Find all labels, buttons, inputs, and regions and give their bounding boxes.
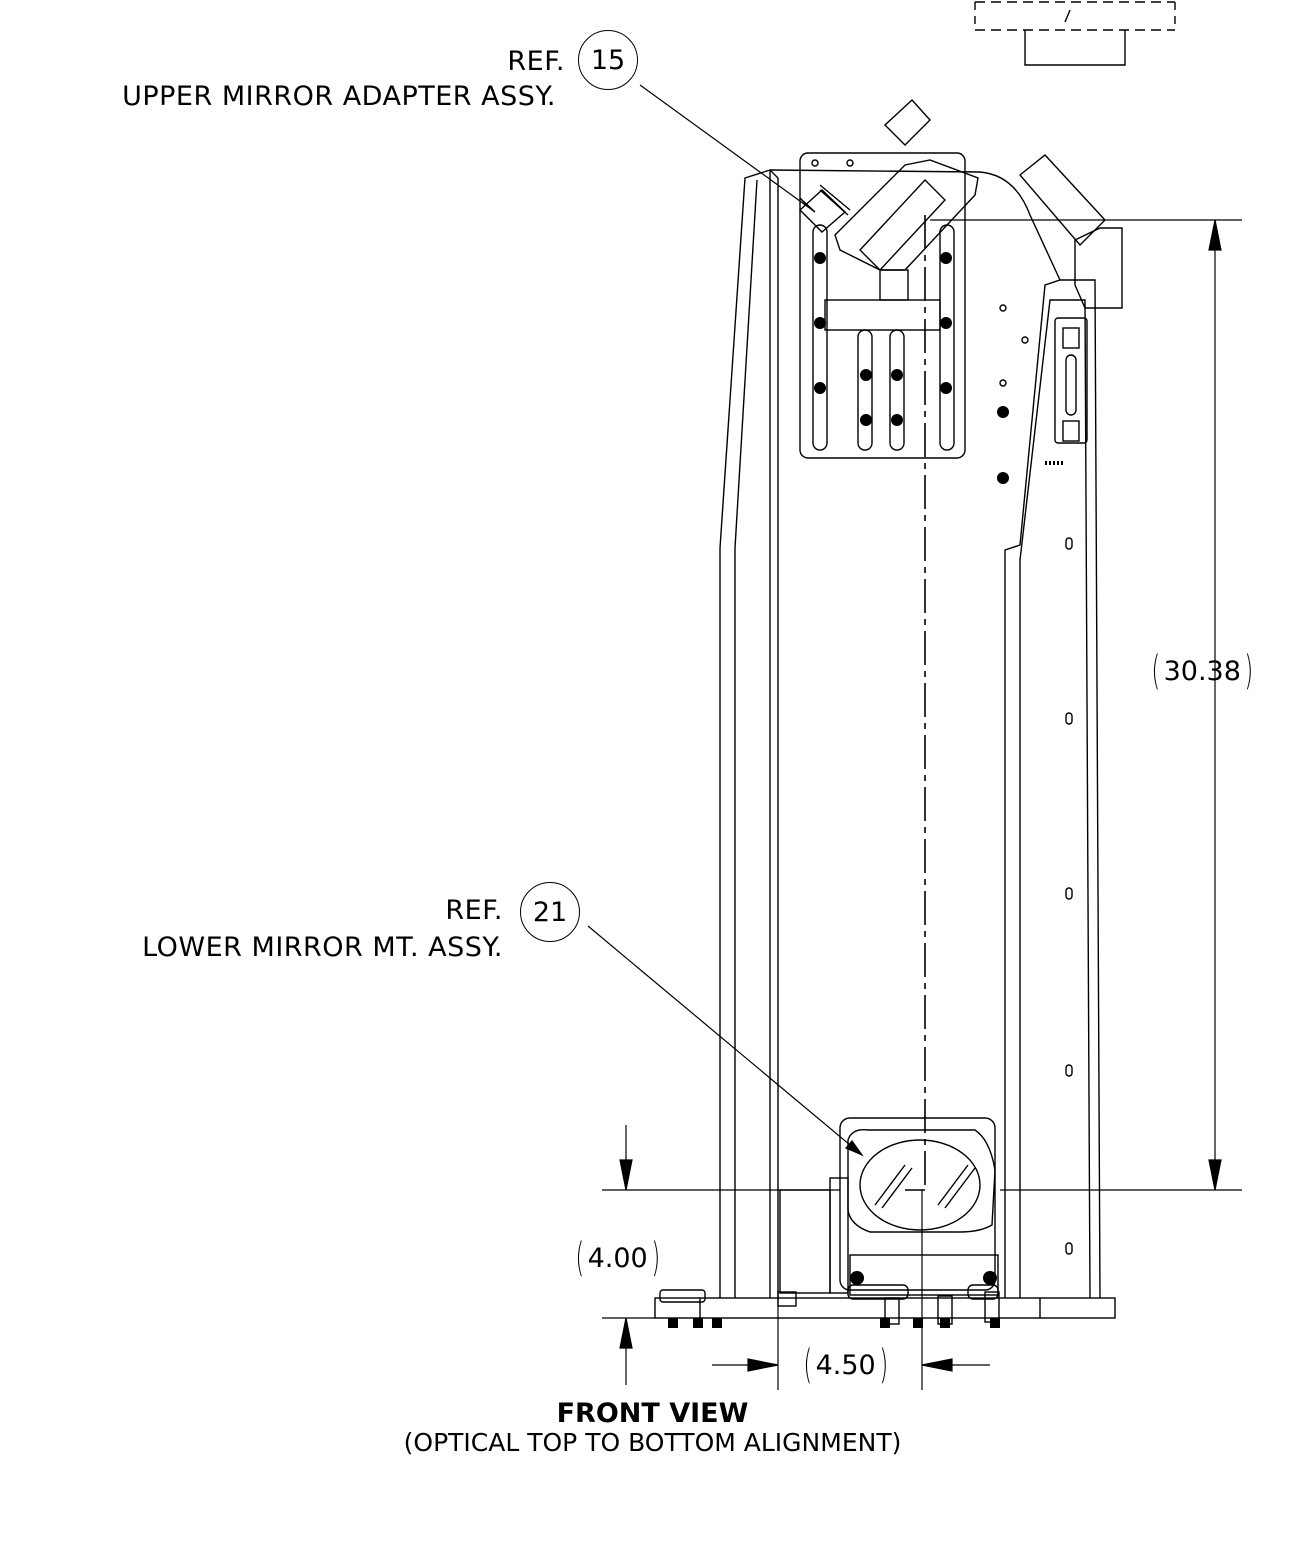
callout-upper-description: UPPER MIRROR ADAPTER ASSY. [122, 81, 556, 112]
dim-label-base-height: (4.00) [575, 1235, 660, 1281]
dim-base-height [602, 1125, 840, 1385]
left-column-panel [719, 169, 779, 1298]
view-title: FRONT VIEW [556, 1398, 749, 1429]
side-bracket [1018, 154, 1123, 465]
upper-adapter-plate [798, 99, 979, 459]
dim-label-horizontal-offset: (4.50) [803, 1342, 888, 1388]
view-subtitle: (OPTICAL TOP TO BOTTOM ALIGNMENT) [403, 1428, 902, 1457]
balloon-upper-item: 15 [578, 30, 638, 90]
callout-lower-ref: REF. [445, 895, 503, 926]
fastener-dots [814, 252, 1009, 484]
balloon-lower-item: 21 [520, 882, 580, 942]
top-detail [974, 1, 1176, 66]
base-fastener-dots [668, 1271, 1000, 1328]
callout-upper-ref: REF. [507, 46, 565, 77]
lower-mirror-mount [779, 1117, 999, 1296]
leader-lines [587, 84, 864, 1157]
small-holes [811, 159, 1073, 1255]
dim-value-base-height: 4.00 [587, 1242, 648, 1274]
dim-value-horizontal-offset: 4.50 [815, 1349, 876, 1381]
dim-label-vertical-optical: (30.38) [1151, 648, 1254, 694]
right-column-panel [769, 169, 1101, 1299]
dim-value-vertical-optical: 30.38 [1163, 655, 1241, 687]
dim-horizontal-offset [712, 1190, 990, 1390]
dim-vertical-optical [930, 219, 1242, 1191]
callout-lower-description: LOWER MIRROR MT. ASSY. [142, 932, 503, 963]
